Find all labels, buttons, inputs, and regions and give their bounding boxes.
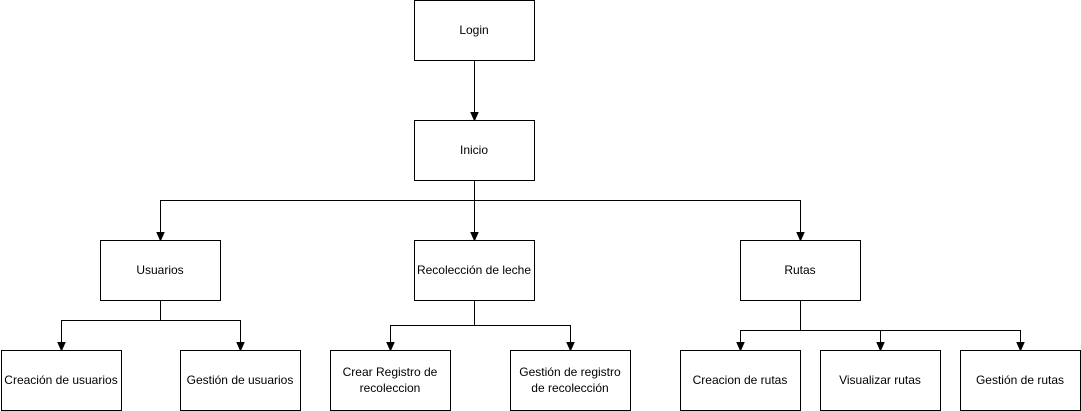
node-usuarios: Usuarios: [100, 240, 221, 301]
node-visualizar-rutas: Visualizar rutas: [820, 350, 941, 411]
node-label: Inicio: [460, 143, 488, 157]
arrowhead-icon: [57, 342, 66, 352]
node-box: [820, 350, 941, 411]
node-box: [510, 350, 631, 411]
node-box: [180, 350, 301, 411]
edge-line: [474, 180, 801, 233]
arrowhead-icon: [796, 232, 805, 242]
node-label: Gestión de registro: [519, 365, 621, 379]
node-box: [960, 350, 1081, 411]
edge-rutas-to-visualizar-rutas: [800, 300, 885, 352]
node-login: Login: [414, 0, 535, 61]
arrowhead-icon: [470, 232, 479, 242]
arrowhead-icon: [566, 342, 575, 352]
node-gestion-registro: Gestión de registro de recolección: [510, 350, 631, 411]
edge-inicio-to-rutas: [474, 180, 805, 242]
edge-login-to-inicio: [470, 60, 479, 122]
node-crear-registro: Crear Registro de recoleccion: [330, 350, 451, 411]
edge-recoleccion-to-gestion-registro: [474, 300, 575, 352]
arrowhead-icon: [386, 342, 395, 352]
arrowhead-icon: [236, 342, 245, 352]
edge-rutas-to-creacion-rutas: [736, 300, 801, 352]
node-label: Recolección de leche: [417, 263, 531, 277]
node-label: Gestión de usuarios: [187, 373, 294, 387]
arrowhead-icon: [1016, 342, 1025, 352]
node-label: Rutas: [784, 263, 815, 277]
node-box: [1, 350, 122, 411]
edge-line: [800, 300, 881, 343]
node-box: [414, 240, 535, 301]
node-box: [100, 240, 221, 301]
edge-rutas-to-gestion-rutas: [800, 300, 1025, 352]
arrowhead-icon: [156, 232, 165, 242]
diagram-edges: [57, 60, 1025, 352]
edge-line: [390, 300, 475, 343]
node-label: Login: [459, 23, 488, 37]
node-box: [740, 240, 861, 301]
edge-inicio-to-usuarios: [156, 180, 475, 242]
edge-line: [800, 300, 1021, 343]
node-label: Gestión de rutas: [976, 373, 1064, 387]
node-label: Visualizar rutas: [839, 373, 921, 387]
edge-line: [740, 300, 801, 343]
node-gestion-rutas: Gestión de rutas: [960, 350, 1081, 411]
arrowhead-icon: [876, 342, 885, 352]
arrowhead-icon: [470, 112, 479, 122]
node-label: Creacion de rutas: [693, 373, 788, 387]
edge-recoleccion-to-crear-registro: [386, 300, 475, 352]
node-label: de recolección: [531, 381, 608, 395]
node-creacion-usuarios: Creación de usuarios: [1, 350, 122, 411]
node-inicio: Inicio: [414, 120, 535, 181]
node-label: recoleccion: [360, 381, 421, 395]
node-label: Crear Registro de: [343, 365, 438, 379]
node-creacion-rutas: Creacion de rutas: [680, 350, 801, 411]
node-gestion-usuarios: Gestión de usuarios: [180, 350, 301, 411]
node-box: [414, 0, 535, 61]
node-label: Usuarios: [136, 263, 183, 277]
edge-line: [61, 300, 161, 343]
edge-usuarios-to-gestion-usuarios: [160, 300, 245, 352]
edge-line: [160, 300, 241, 343]
edge-line: [474, 300, 571, 343]
node-box: [680, 350, 801, 411]
node-box: [330, 350, 451, 411]
node-rutas: Rutas: [740, 240, 861, 301]
edge-line: [160, 180, 475, 233]
node-recoleccion: Recolección de leche: [414, 240, 535, 301]
edge-usuarios-to-creacion-usuarios: [57, 300, 161, 352]
arrowhead-icon: [736, 342, 745, 352]
node-box: [414, 120, 535, 181]
node-label: Creación de usuarios: [4, 373, 117, 387]
